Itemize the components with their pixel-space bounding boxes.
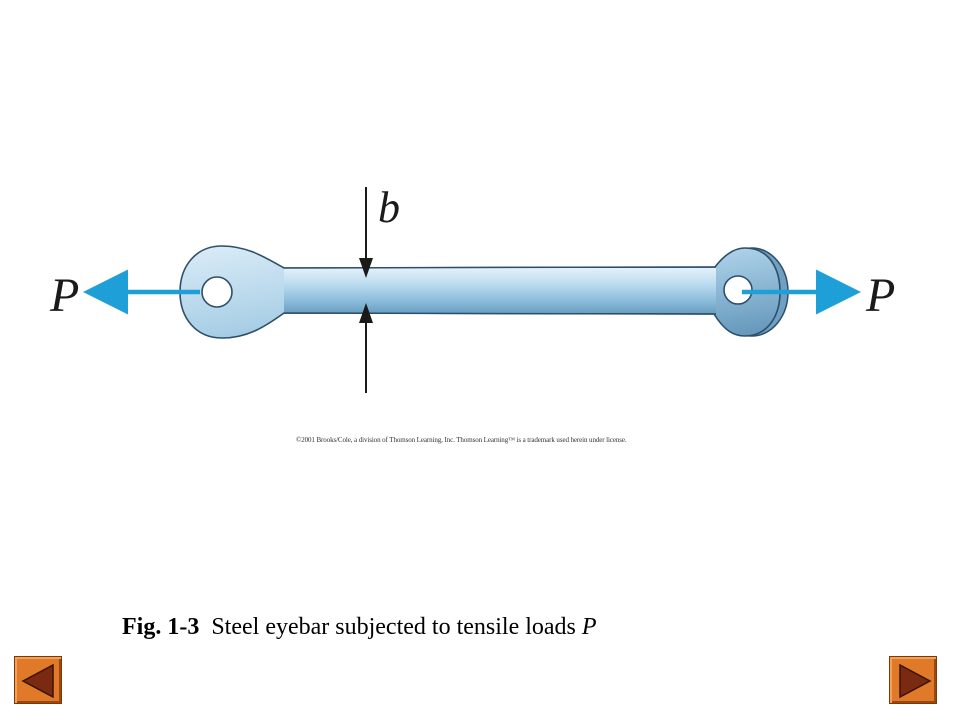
eyebar-shank (284, 268, 716, 313)
shank-top-edge (283, 266, 717, 269)
copyright-notice: ©2001 Brooks/Cole, a division of Thomson… (296, 436, 627, 444)
eyebar (179, 245, 789, 339)
load-label-left: P (49, 269, 79, 322)
left-pin-hole (201, 276, 233, 308)
caption-load-symbol: P (581, 614, 597, 640)
width-label: b (378, 183, 400, 232)
shank-bottom-edge (283, 312, 717, 315)
figure-caption: Fig. 1-3 Steel eyebar subjected to tensil… (122, 614, 597, 641)
load-label-right: P (865, 269, 895, 322)
width-dimension (359, 187, 373, 393)
triangle-left-icon (21, 663, 54, 699)
triangle-right-icon (899, 663, 932, 699)
previous-slide-button[interactable] (14, 656, 62, 704)
next-slide-button[interactable] (889, 656, 937, 704)
eyebar-diagram: P P b (49, 183, 895, 393)
figure-number: Fig. 1-3 (122, 614, 200, 640)
caption-text: Steel eyebar subjected to tensile loads (211, 614, 582, 640)
